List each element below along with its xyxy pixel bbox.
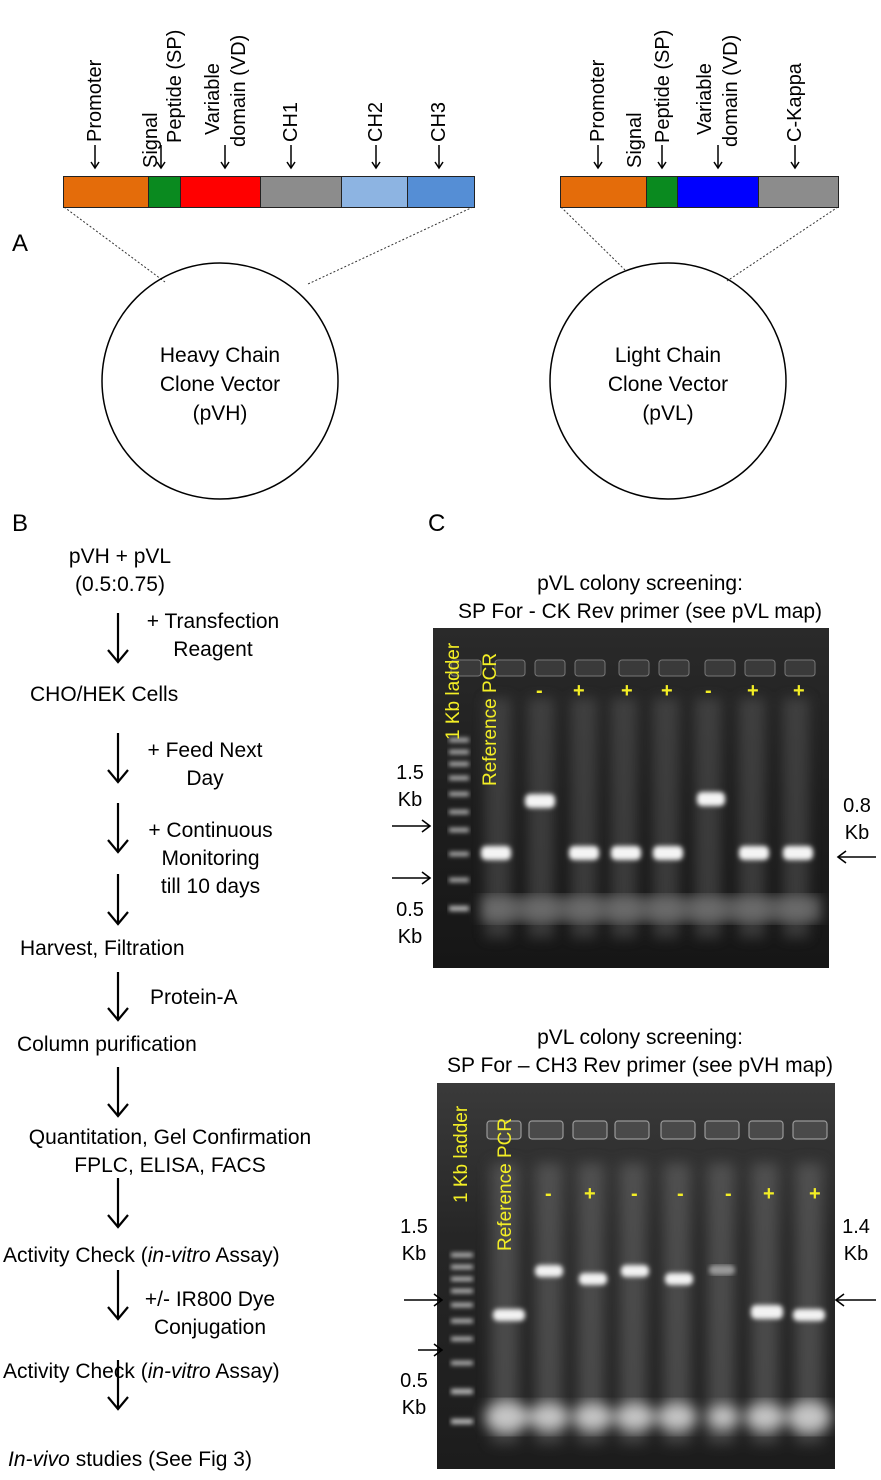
gel1-marker-upper: 1.5 Kb <box>396 762 424 811</box>
panel-label-c: C <box>428 510 446 537</box>
flow-start: pVH + pVL (0.5:0.75) <box>68 545 172 596</box>
gel2-lane-sign-5: - <box>725 1183 732 1205</box>
light-label-signal: Signal <box>624 112 646 168</box>
segment-variable-domain <box>678 177 759 207</box>
gel2-lane-sign-7: + <box>809 1183 821 1205</box>
gel1-reference-label: Reference PCR <box>480 652 501 786</box>
flow-protein-a: Protein-A <box>150 986 238 1009</box>
gel1-lane-sign-6: + <box>747 680 759 702</box>
gel2-reference-label: Reference PCR <box>495 1117 516 1251</box>
flow-arrows <box>107 613 129 1411</box>
flow-step-transfection: + Transfection Reagent <box>146 610 280 661</box>
flow-harvest: Harvest, Filtration <box>20 937 185 960</box>
light-chain-bar <box>560 176 839 208</box>
gel1-image: 1 Kb ladder Reference PCR - + + + - + + <box>433 628 829 968</box>
gel2-marker-lower: 0.5 Kb <box>400 1370 428 1419</box>
segment-signal-peptide <box>149 177 181 207</box>
gel2-lane-sign-3: - <box>631 1183 638 1205</box>
gel1-lane-sign-5: - <box>705 680 712 702</box>
flow-invivo: In-vivo studies (See Fig 3) <box>8 1448 252 1471</box>
segment-promoter <box>64 177 149 207</box>
flow-step-dye: +/- IR800 Dye Conjugation <box>144 1288 276 1339</box>
light-label-ckappa: C-Kappa <box>784 63 806 142</box>
flow-cells: CHO/HEK Cells <box>30 683 179 706</box>
segment-ch3 <box>408 177 474 207</box>
heavy-label-signal: Signal <box>140 112 162 168</box>
gel1-ladder-label: 1 Kb ladder <box>443 642 464 740</box>
light-vector-circle <box>549 262 787 500</box>
heavy-label-promoter: Promoter <box>84 59 106 142</box>
light-label-promoter: Promoter <box>587 59 609 142</box>
gel2-lane-sign-4: - <box>677 1183 684 1205</box>
gel1-bands <box>433 628 829 968</box>
heavy-label-ch3: CH3 <box>428 101 450 142</box>
gel2-title: pVL colony screening: SP For – CH3 Rev p… <box>447 1026 833 1077</box>
gel1-lane-sign-7: + <box>793 680 805 702</box>
gel2-lane-sign-2: + <box>584 1183 596 1205</box>
segment-ch2 <box>342 177 408 207</box>
gel2-lane-sign-1: - <box>545 1183 552 1205</box>
heavy-label-ch1: CH1 <box>280 101 302 142</box>
flow-quantitation: Quantitation, Gel Confirmation FPLC, ELI… <box>28 1126 312 1177</box>
heavy-label-peptide: Peptide (SP) <box>164 29 186 143</box>
gel2-ladder-label: 1 Kb ladder <box>451 1105 472 1203</box>
gel2-lane-sign-6: + <box>763 1183 775 1205</box>
segment-promoter <box>561 177 647 207</box>
gel2-band-size: 1.4 Kb <box>842 1216 870 1265</box>
flow-step-feed: + Feed Next Day <box>147 739 263 790</box>
light-label-variable: Variable <box>694 63 716 135</box>
gel2-marker-upper: 1.5 Kb <box>400 1216 428 1265</box>
heavy-vector-label: Heavy Chain Clone Vector (pVH) <box>159 344 281 425</box>
panel-label-a: A <box>12 230 29 257</box>
map-connectors <box>63 145 839 500</box>
gel1-band-size: 0.8 Kb <box>843 795 871 844</box>
panel-label-b: B <box>12 510 29 537</box>
flow-activity-check-2: Activity Check (in-vitro Assay) <box>3 1360 280 1383</box>
gel1-lane-sign-3: + <box>621 680 633 702</box>
gel1-lane-sign-1: - <box>536 680 543 702</box>
flow-activity-check-1: Activity Check (in-vitro Assay) <box>3 1244 280 1267</box>
light-label-domain: domain (VD) <box>720 34 742 147</box>
heavy-vector-circle <box>101 262 339 500</box>
gel1-lane-sign-2: + <box>573 680 585 702</box>
heavy-chain-bar <box>63 176 475 208</box>
segment-variable-domain <box>181 177 261 207</box>
segment-ch1 <box>261 177 342 207</box>
flow-column: Column purification <box>17 1033 197 1056</box>
heavy-label-variable: Variable <box>202 63 224 135</box>
light-vector-label: Light Chain Clone Vector (pVL) <box>607 344 729 425</box>
gel1-marker-lower: 0.5 Kb <box>396 899 424 948</box>
gel1-title: pVL colony screening: SP For - CK Rev pr… <box>457 572 823 623</box>
segment-c-kappa <box>759 177 838 207</box>
heavy-arrows <box>90 145 444 170</box>
light-label-peptide: Peptide (SP) <box>652 29 674 143</box>
heavy-label-ch2: CH2 <box>365 101 387 142</box>
flow-step-monitoring: + Continuous Monitoring till 10 days <box>148 819 273 898</box>
gel2-bands <box>437 1083 835 1469</box>
gel1-lane-sign-4: + <box>661 680 673 702</box>
gel2-image: 1 Kb ladder Reference PCR - + - - - + + <box>437 1083 835 1469</box>
light-arrows <box>593 145 800 170</box>
segment-signal-peptide <box>647 177 678 207</box>
heavy-label-domain: domain (VD) <box>228 34 250 147</box>
